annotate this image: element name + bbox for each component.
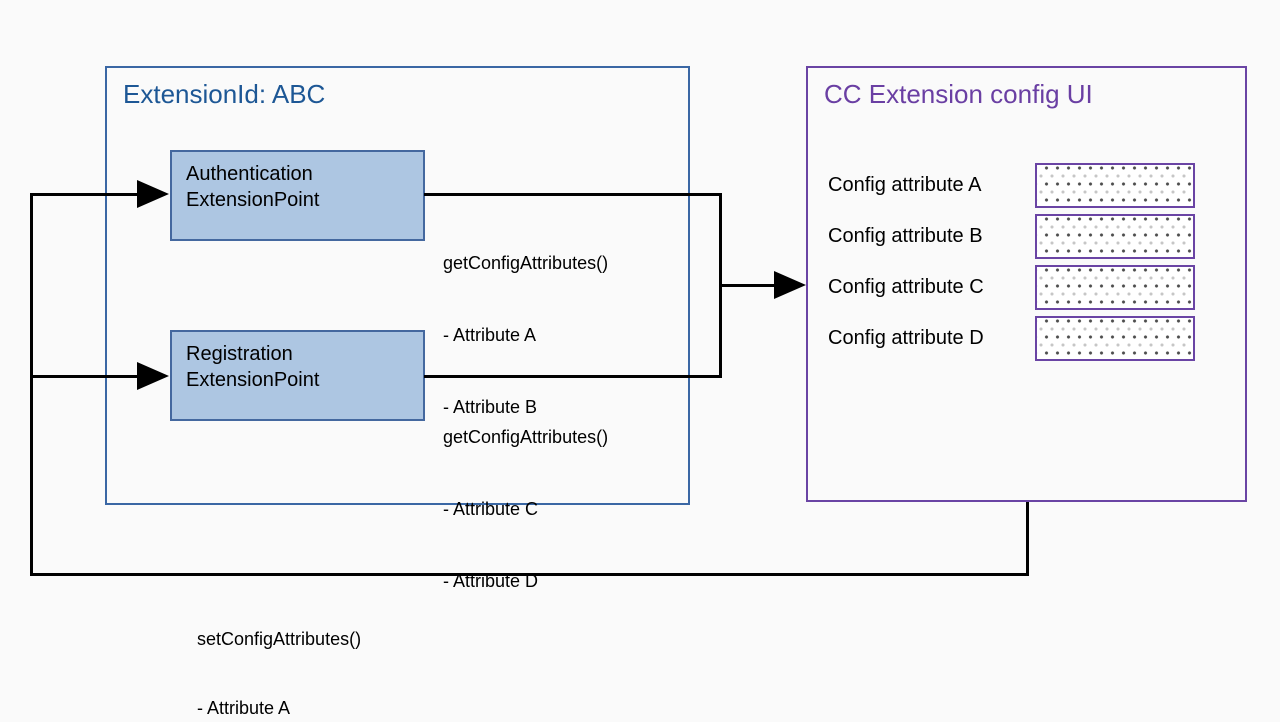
connector-to-config-ui xyxy=(719,284,775,287)
annotation-line: getConfigAttributes() xyxy=(443,253,609,273)
config-attribute-a-field xyxy=(1035,163,1195,208)
node-label-line: ExtensionPoint xyxy=(186,369,320,391)
node-authentication-extension-point: Authentication ExtensionPoint xyxy=(170,150,425,241)
annotation-line: getConfigAttributes() xyxy=(443,427,609,447)
config-attribute-c-label: Config attribute C xyxy=(828,276,984,298)
arrowhead-into-registration-icon xyxy=(137,362,169,390)
config-ui-box xyxy=(806,66,1247,502)
arrowhead-into-config-ui-icon xyxy=(774,271,806,299)
annotation-line: setConfigAttributes() xyxy=(197,629,362,649)
connector-bottom-horizontal xyxy=(30,573,1029,576)
node-registration-extension-point: Registration ExtensionPoint xyxy=(170,330,425,421)
extension-box-title: ExtensionId: ABC xyxy=(123,79,326,109)
annotation-set-config-attributes: setConfigAttributes() - Attribute A - At… xyxy=(197,582,361,722)
annotation-line: - Attribute B xyxy=(443,397,538,417)
connector-registration-right xyxy=(424,375,722,378)
annotation-get-config-attributes-reg: getConfigAttributes() - Attribute C - At… xyxy=(443,377,608,641)
connector-configui-down-vertical xyxy=(1026,502,1029,576)
node-label-line: ExtensionPoint xyxy=(186,189,320,211)
connector-authentication-right xyxy=(424,193,722,196)
config-attribute-b-field xyxy=(1035,214,1195,259)
config-attribute-c-field xyxy=(1035,265,1195,310)
annotation-line: - Attribute C xyxy=(443,499,539,519)
arrowhead-into-authentication-icon xyxy=(137,180,169,208)
connector-to-registration xyxy=(30,375,138,378)
config-attribute-a-label: Config attribute A xyxy=(828,174,982,196)
annotation-line: - Attribute A xyxy=(443,325,537,345)
annotation-line: - Attribute D xyxy=(443,571,539,591)
connector-left-vertical xyxy=(30,193,33,576)
node-label-line: Registration xyxy=(186,343,293,365)
config-attribute-d-field xyxy=(1035,316,1195,361)
config-ui-box-title: CC Extension config UI xyxy=(824,79,1093,109)
config-attribute-b-label: Config attribute B xyxy=(828,225,983,247)
annotation-get-config-attributes-auth: getConfigAttributes() - Attribute A - At… xyxy=(443,203,608,467)
extension-container-box xyxy=(105,66,690,505)
node-label-line: Authentication xyxy=(186,163,313,185)
connector-to-authentication xyxy=(30,193,138,196)
annotation-line: - Attribute A xyxy=(197,698,291,718)
config-attribute-d-label: Config attribute D xyxy=(828,327,984,349)
